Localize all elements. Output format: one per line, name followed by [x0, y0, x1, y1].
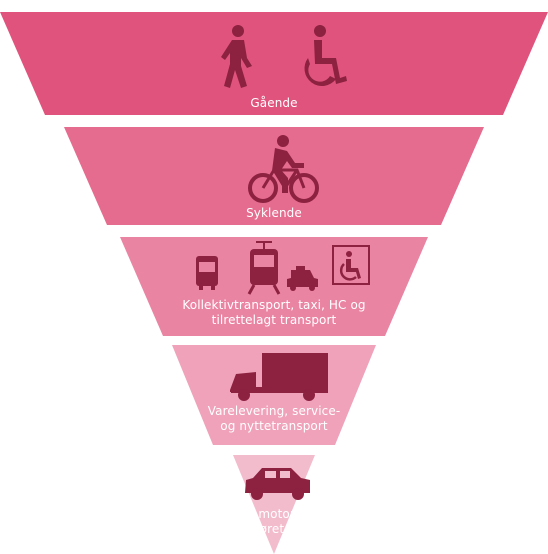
accessibility-sign-icon: [332, 245, 370, 285]
tier-2-label: Syklende: [0, 206, 548, 221]
tier-5-label: Andre motoriserte kjøretøy: [0, 507, 548, 537]
bus-icon: [196, 256, 218, 290]
tier-4-label-line-1: Varelevering, service-: [207, 404, 341, 418]
tier-2-band: [64, 127, 484, 225]
cyclist-icon: [248, 135, 319, 203]
tier-3-label-line-2: tilrettelagt transport: [211, 313, 337, 327]
truck-icon: [230, 353, 328, 401]
pedestrian-icon: [221, 25, 252, 88]
tier-1-band: [0, 12, 548, 115]
tier-1-label: Gående: [0, 96, 548, 111]
tier-5-label-line-2: kjøretøy: [249, 522, 299, 536]
car-icon: [245, 468, 310, 500]
tier-5-label-line-1: Andre motoriserte: [218, 507, 330, 521]
tier-4-label-line-2: og nyttetransport: [220, 419, 328, 433]
tier-4-label: Varelevering, service- og nyttetransport: [0, 404, 548, 434]
taxi-icon: [287, 266, 318, 291]
tier-1-label-text: Gående: [250, 96, 298, 110]
tier-3-label: Kollektivtransport, taxi, HC og tilrette…: [0, 298, 548, 328]
tier-3-label-line-1: Kollektivtransport, taxi, HC og: [182, 298, 366, 312]
tram-icon: [247, 241, 281, 295]
wheelchair-user-icon: [304, 25, 347, 86]
tier-2-label-text: Syklende: [246, 206, 302, 220]
